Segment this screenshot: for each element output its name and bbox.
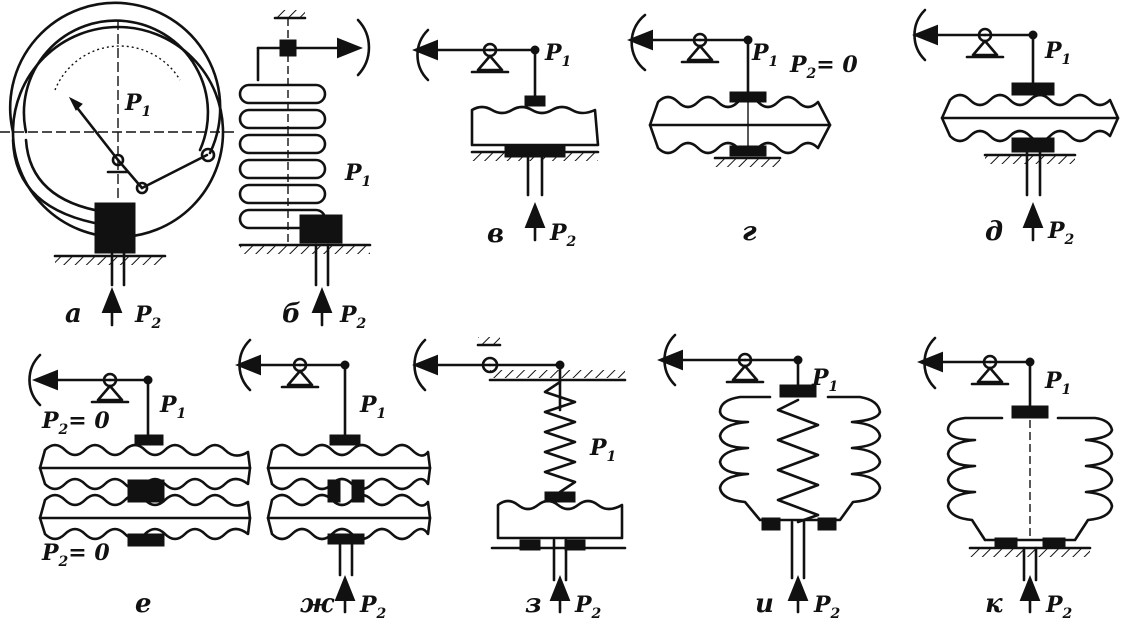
- label-v-p2: P2: [549, 220, 577, 250]
- label-k-p2: P2: [1045, 592, 1073, 622]
- scheme-k-bellows: P1 P2 к: [917, 336, 1114, 622]
- label-g-p1: P1: [751, 40, 778, 70]
- caption-v: в: [487, 219, 504, 249]
- label-i-p1: P1: [811, 365, 838, 395]
- label-d-p2: P2: [1047, 218, 1075, 248]
- label-d-p1: P1: [1044, 38, 1071, 68]
- caption-z: з: [525, 589, 542, 619]
- caption-a: а: [65, 299, 82, 329]
- caption-g: г: [742, 217, 757, 247]
- caption-i: и: [755, 589, 774, 619]
- caption-d: д: [985, 217, 1003, 247]
- scheme-i-bellows-spring: P1 P2 и: [657, 333, 882, 622]
- scheme-v-flat-diaphragm: P1 P2 в: [412, 28, 600, 250]
- scheme-a-bourdon-tube: P1 P2 а: [0, 1, 235, 332]
- label-zh-p2: P2: [359, 592, 387, 622]
- label-k-p1: P1: [1044, 368, 1071, 398]
- label-z-p2: P2: [574, 592, 602, 622]
- label-e-p2-zero-top: P2= 0: [41, 408, 110, 438]
- scheme-z-diaphragm-spring: P1 P2 з: [412, 337, 627, 622]
- label-a-p1: P1: [124, 90, 151, 120]
- caption-k: к: [985, 589, 1003, 619]
- scheme-zh-double-capsule: P1 P2 ж: [235, 338, 432, 622]
- scheme-b-helical-tube: P1 P2 б: [238, 10, 372, 332]
- label-i-p2: P2: [813, 592, 841, 622]
- scheme-d-capsule: P1 P2 д: [912, 8, 1120, 248]
- scheme-e-double-capsule: P1 P2= 0 P2= 0 е: [28, 353, 252, 619]
- caption-e: е: [135, 589, 152, 619]
- caption-b: б: [282, 299, 301, 329]
- scheme-g-capsule: P1 P2= 0 г: [627, 13, 858, 247]
- label-g-p2-zero: P2= 0: [789, 52, 858, 82]
- caption-zh: ж: [300, 589, 335, 619]
- label-z-p1: P1: [589, 435, 616, 465]
- label-b-p2: P2: [339, 302, 367, 332]
- label-zh-p1: P1: [359, 392, 386, 422]
- label-a-p2: P2: [134, 302, 162, 332]
- label-v-p1: P1: [544, 40, 571, 70]
- label-b-p1: P1: [344, 160, 371, 190]
- label-e-p1: P1: [159, 392, 186, 422]
- label-e-p2-zero-bottom: P2= 0: [41, 540, 110, 570]
